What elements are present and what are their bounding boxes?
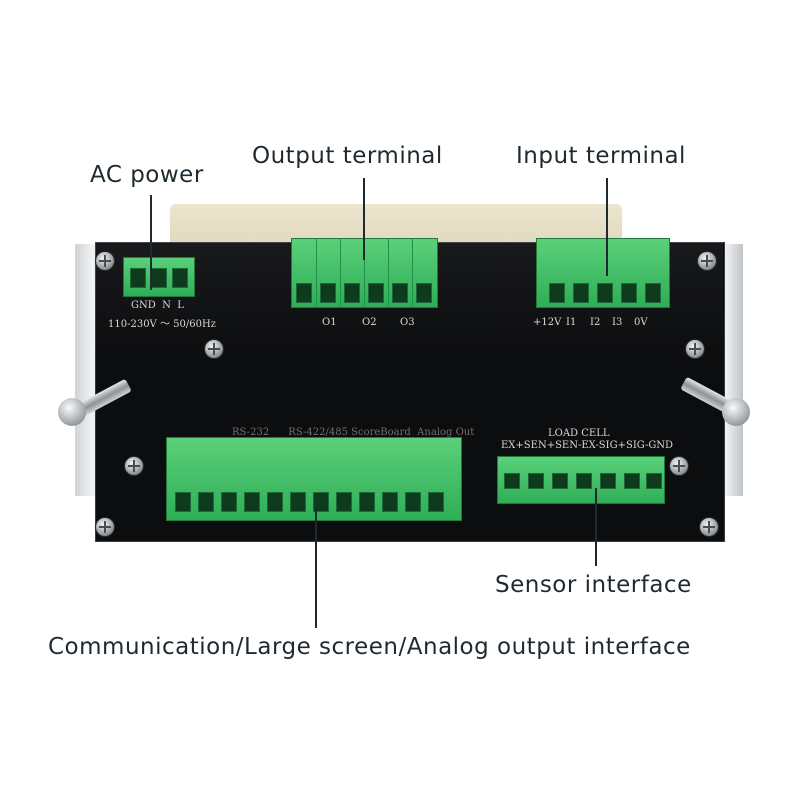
output-o3-label: O3 — [400, 317, 415, 328]
output-o1-label: O1 — [322, 317, 337, 328]
input-0v-label: 0V — [634, 317, 648, 328]
left-mount-bolt-head — [58, 398, 86, 426]
screw-icon — [700, 518, 718, 536]
ac-power-terminal[interactable] — [123, 257, 195, 297]
comm-interface-leader — [315, 508, 317, 628]
comm-interface-label: Communication/Large screen/Analog output… — [48, 634, 691, 660]
input-12v-label: +12V — [533, 317, 562, 328]
comm-header-label: RS-232 RS-422/485 ScoreBoard Analog Out — [232, 427, 475, 438]
sensor-interface-leader — [595, 488, 597, 566]
screw-icon — [125, 457, 143, 475]
input-i2-label: I2 — [590, 317, 601, 328]
input-terminal-label: Input terminal — [516, 143, 686, 169]
input-terminal[interactable] — [536, 238, 670, 308]
input-terminal-leader — [606, 178, 608, 276]
output-terminal-leader — [363, 178, 365, 260]
output-o2-label: O2 — [362, 317, 377, 328]
screw-icon — [686, 340, 704, 358]
sensor-interface-label: Sensor interface — [495, 572, 692, 598]
ac-power-leader — [150, 195, 152, 290]
ac-power-label: AC power — [90, 162, 204, 188]
load-cell-label: LOAD CELL — [548, 428, 610, 439]
communication-terminal[interactable] — [166, 437, 462, 521]
load-cell-pins-label: EX+SEN+SEN-EX-SIG+SIG-GND — [501, 440, 674, 451]
output-terminal-label: Output terminal — [252, 143, 443, 169]
power-rating-label: 110-230V 〜 50/60Hz — [108, 319, 216, 330]
screw-icon — [96, 518, 114, 536]
screw-icon — [205, 340, 223, 358]
screw-icon — [96, 252, 114, 270]
input-i3-label: I3 — [612, 317, 623, 328]
sensor-terminal[interactable] — [497, 456, 665, 504]
right-mount-bolt-head — [722, 398, 750, 426]
input-i1-label: I1 — [566, 317, 577, 328]
power-pins-label: GND N L — [131, 300, 184, 311]
screw-icon — [698, 252, 716, 270]
screw-icon — [670, 457, 688, 475]
